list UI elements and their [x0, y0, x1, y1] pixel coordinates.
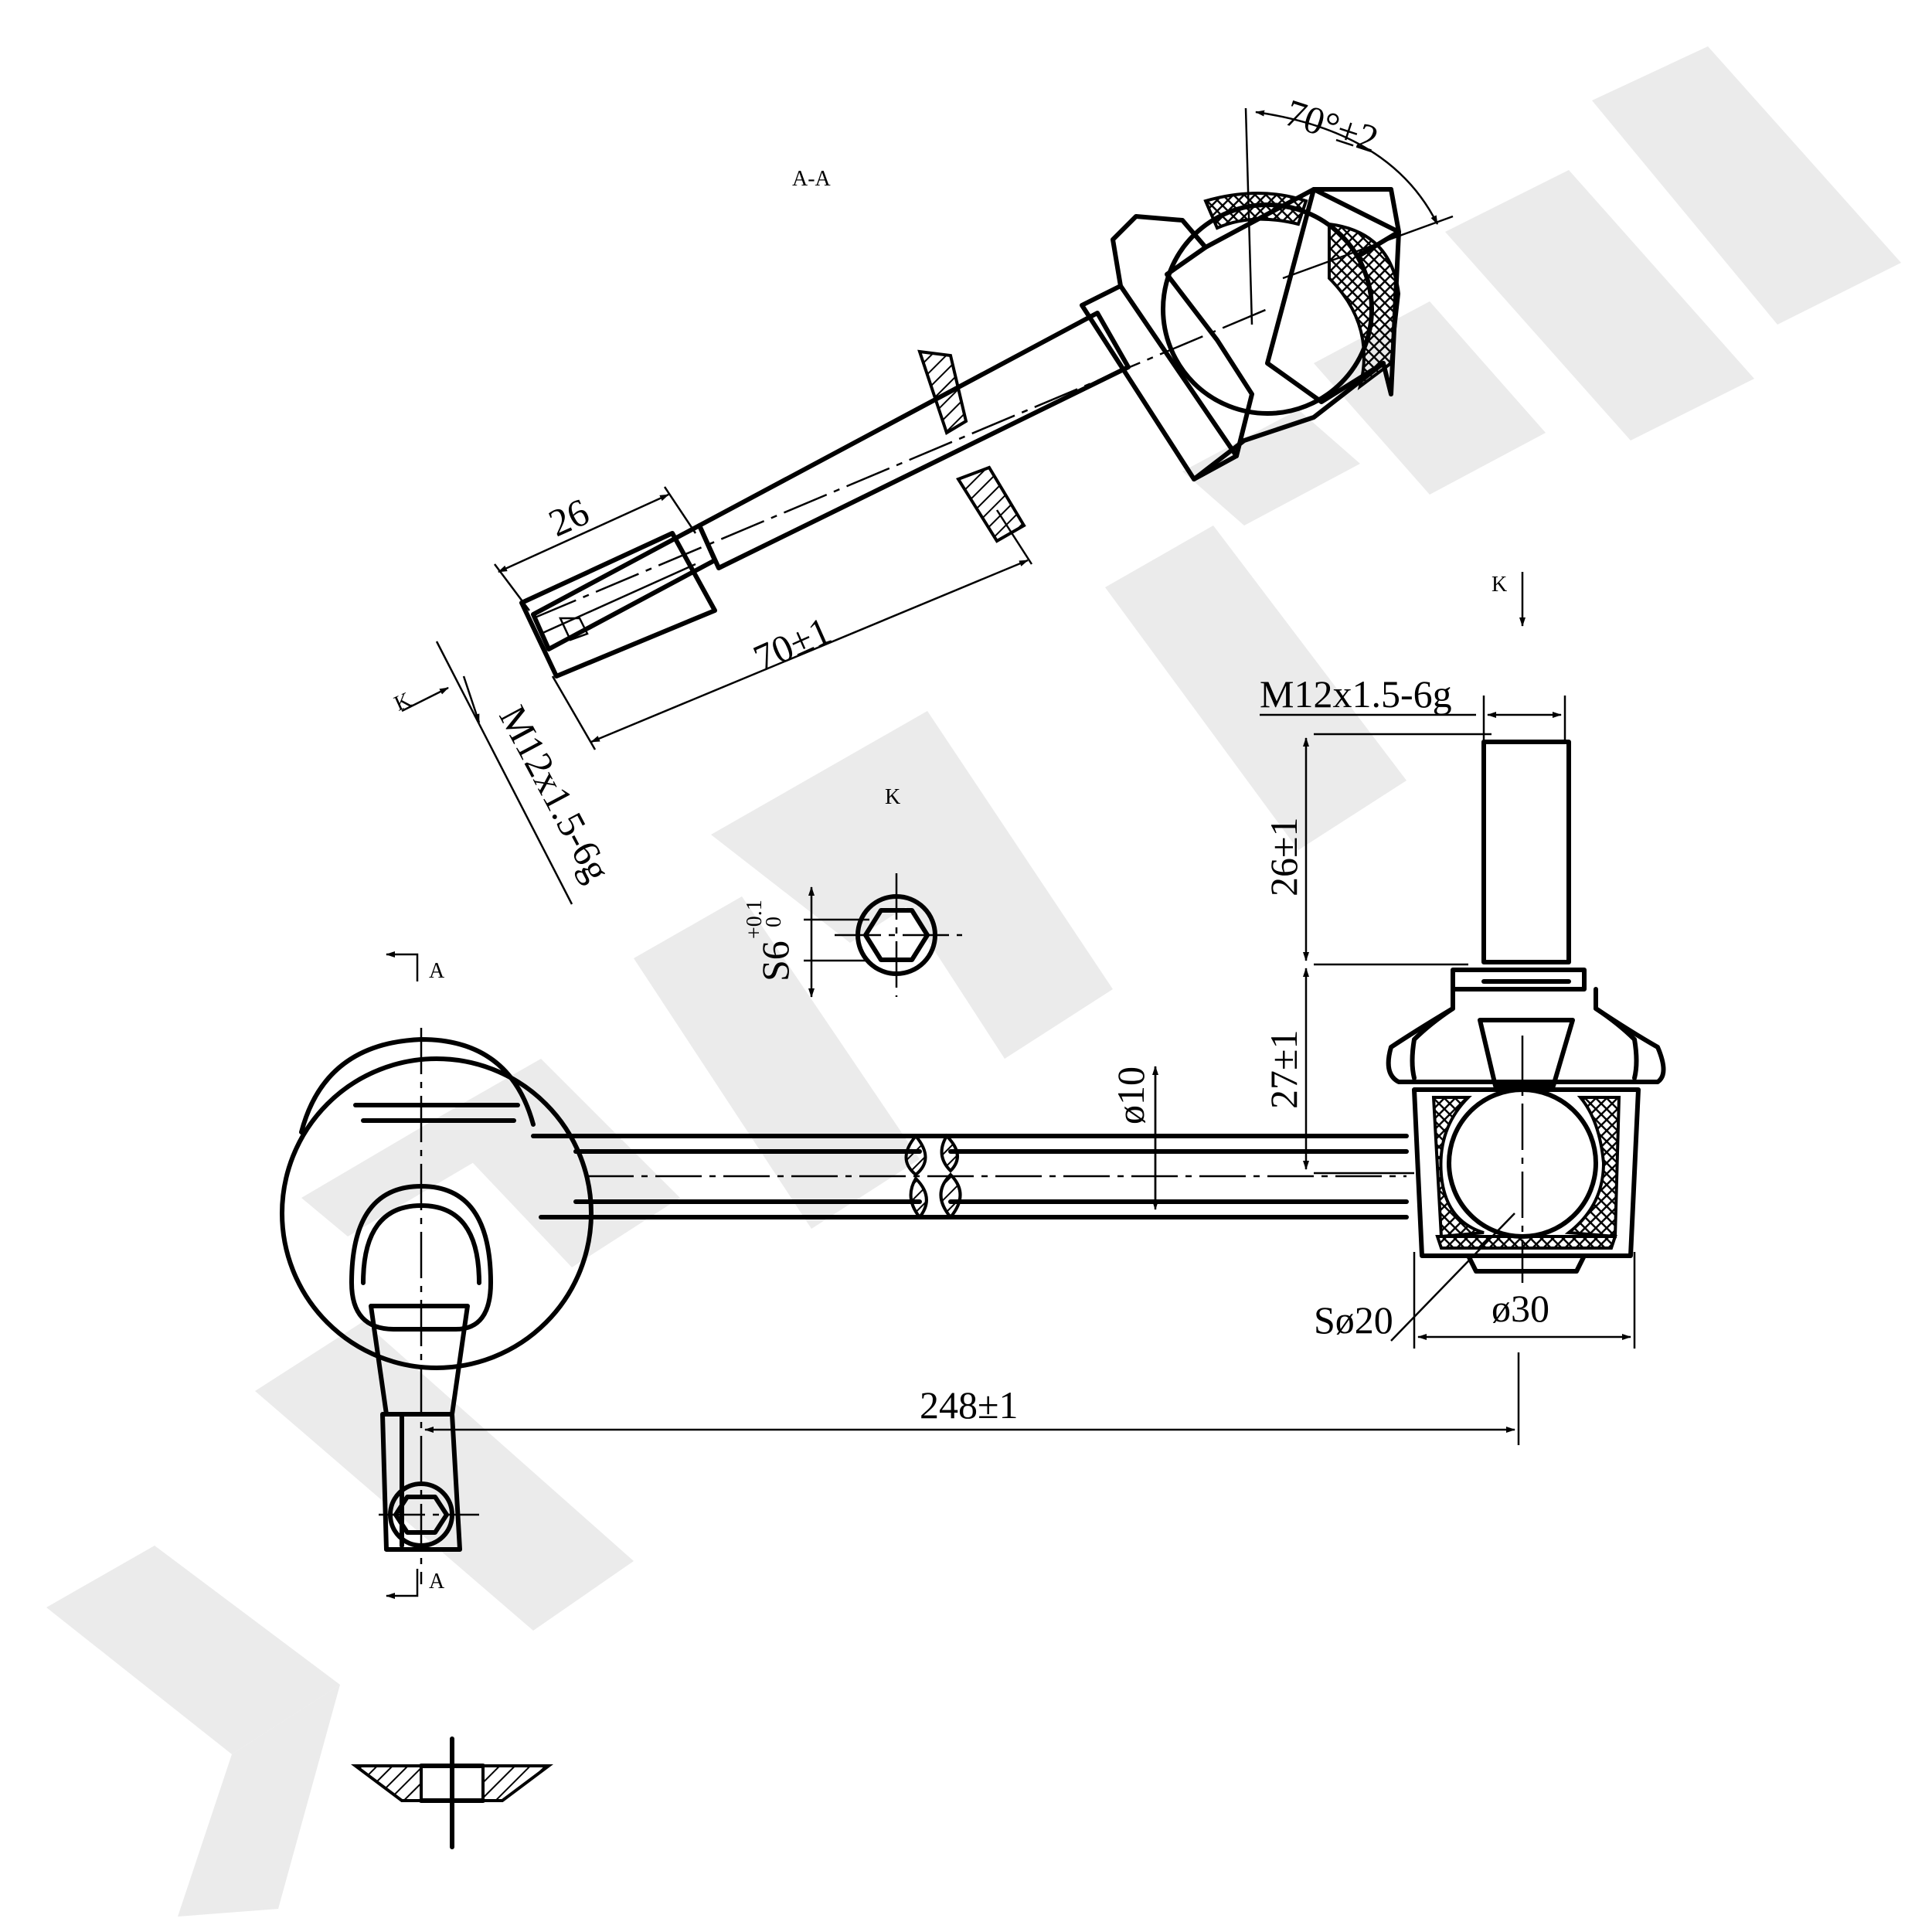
- dim-length-27: 27±1: [1262, 1030, 1305, 1109]
- dim-diameter-10: ø10: [1109, 1066, 1152, 1124]
- washer-detail: [351, 1736, 553, 1849]
- label-view-k-left: K: [391, 688, 415, 716]
- dim-length-26-right: 26±1: [1262, 818, 1305, 896]
- label-section-aa: A-A: [792, 167, 832, 191]
- dim-length-26-top: 26: [543, 490, 595, 545]
- dim-length-248: 248±1: [920, 1383, 1018, 1427]
- dim-ball-sphere: Sø20: [1314, 1298, 1393, 1342]
- dim-thread-right: M12x1.5-6g: [1260, 672, 1452, 716]
- dim-hex-tol-lower: 0: [762, 917, 786, 927]
- dimension-lines-top: [401, 107, 1454, 905]
- brand-watermark-logo: [46, 46, 1901, 1917]
- label-section-a-top: A: [429, 959, 445, 983]
- dim-length-70: 70±1: [747, 608, 837, 680]
- label-section-a-bottom: A: [429, 1570, 445, 1594]
- label-view-k-top: K: [1492, 573, 1507, 597]
- dimension-lines-main: [386, 572, 1636, 1599]
- dim-hex-tol-upper: +0.1: [743, 900, 767, 939]
- dim-hex-size: S6: [753, 940, 797, 981]
- dim-thread-top: M12x1.5-6g: [491, 699, 619, 889]
- dim-angle: 70°±2: [1281, 90, 1384, 161]
- label-view-k-mid: K: [885, 785, 900, 809]
- hex-socket-detail: [804, 873, 962, 998]
- main-side-view: [280, 740, 1666, 1584]
- dim-diameter-30: ø30: [1492, 1287, 1549, 1330]
